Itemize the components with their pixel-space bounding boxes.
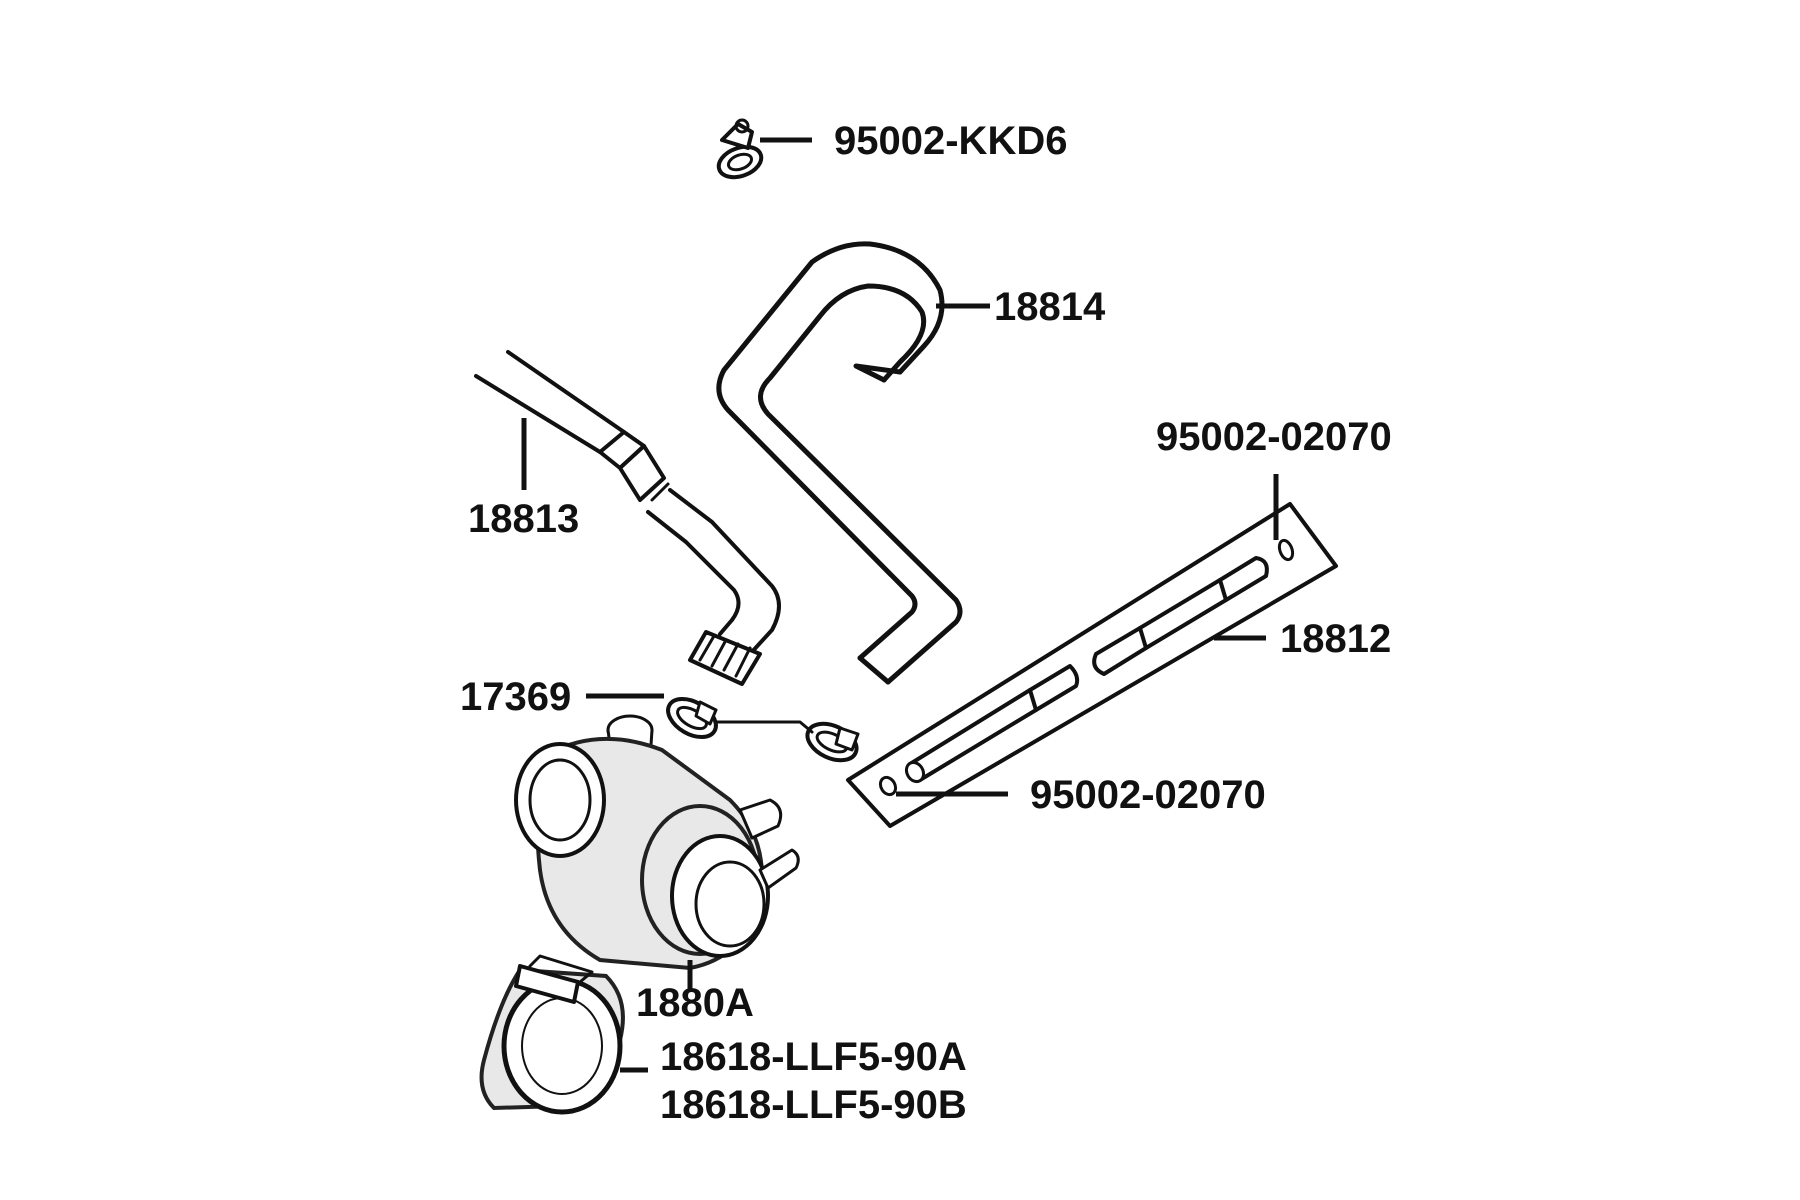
hose-18814 (716, 241, 963, 685)
label-1880a: 1880A (636, 981, 754, 1025)
label-18618-llf5-90a: 18618-LLF5-90A (660, 1035, 967, 1079)
hose-18813 (474, 350, 781, 686)
tube-segment (1028, 664, 1080, 712)
leader-17369-link (714, 720, 814, 734)
label-95002-02070-lower: 95002-02070 (1030, 773, 1266, 817)
label-95002-kkd6: 95002-KKD6 (834, 119, 1067, 163)
label-18812: 18812 (1280, 617, 1391, 661)
label-18618-llf5-90b: 18618-LLF5-90B (660, 1083, 967, 1127)
clip-95002-02070-lower (878, 775, 898, 797)
clip-95002-02070-upper (1277, 538, 1295, 562)
label-18814: 18814 (994, 285, 1106, 329)
label-17369: 17369 (460, 675, 571, 719)
valve-1880a (514, 714, 800, 971)
tube-segment (1218, 556, 1269, 602)
tube-segment (1092, 626, 1150, 676)
filter-18618 (479, 954, 625, 1115)
label-18813: 18813 (468, 497, 579, 541)
tube-18812 (846, 502, 1338, 828)
clip-95002-kkd6 (716, 118, 764, 180)
clamp-17369-right (805, 721, 860, 763)
label-95002-02070-upper: 95002-02070 (1156, 415, 1392, 459)
clamp-17369-left (666, 697, 718, 739)
